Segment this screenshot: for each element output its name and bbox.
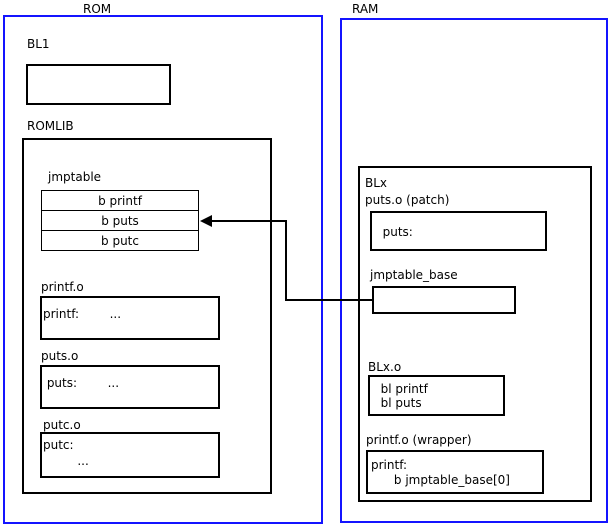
jmptable-base-label: jmptable_base bbox=[370, 268, 458, 282]
putc-o-line-0: putc: bbox=[43, 438, 74, 452]
jmptable-entry-b-putc: b putc bbox=[41, 230, 199, 251]
printf-o-sym: printf: bbox=[43, 307, 80, 321]
blx-label: BLx bbox=[365, 176, 388, 190]
puts-o-box: puts: ... bbox=[40, 365, 220, 409]
connector-segment-lower-horizontal bbox=[285, 299, 374, 301]
jmptable-entry-b-puts: b puts bbox=[41, 210, 199, 231]
printf-o-wrapper-box: printf: b jmptable_base[0] bbox=[366, 450, 544, 494]
puts-o-label: puts.o bbox=[41, 349, 79, 363]
putc-o-box: putc: ... bbox=[40, 432, 220, 478]
printf-o-rest: ... bbox=[79, 307, 122, 321]
blx-o-line-1: bl puts bbox=[373, 396, 422, 410]
connector-arrowhead-icon bbox=[200, 215, 212, 227]
blx-o-box: bl printf bl puts bbox=[368, 375, 505, 416]
printf-o-wrapper-label: printf.o (wrapper) bbox=[366, 433, 472, 447]
printf-o-wrapper-line-0: printf: bbox=[371, 458, 408, 472]
puts-o-rest: ... bbox=[77, 376, 120, 390]
connector-segment-vertical bbox=[285, 220, 287, 301]
puts-o-patch-label: puts.o (patch) bbox=[365, 193, 450, 207]
bl1-box bbox=[26, 64, 171, 105]
printf-o-wrapper-line-1: b jmptable_base[0] bbox=[371, 473, 510, 487]
puts-o-sym: puts: bbox=[43, 376, 78, 390]
connector-segment-upper-horizontal bbox=[211, 220, 287, 222]
jmptable-entry-b-printf: b printf bbox=[41, 190, 199, 211]
jmptable-label: jmptable bbox=[48, 170, 102, 184]
putc-o-label: putc.o bbox=[43, 418, 81, 432]
ram-panel-label: RAM bbox=[352, 2, 379, 16]
blx-o-line-0: bl printf bbox=[373, 382, 428, 396]
jmptable-base-box bbox=[372, 286, 516, 314]
blx-o-label: BLx.o bbox=[368, 360, 402, 374]
printf-o-label: printf.o bbox=[41, 280, 84, 294]
puts-o-patch-line-0: puts: bbox=[375, 225, 413, 239]
puts-o-line-0: puts: ... bbox=[43, 376, 119, 390]
rom-panel-label: ROM bbox=[83, 2, 112, 16]
bl1-label: BL1 bbox=[27, 37, 50, 51]
printf-o-box: printf: ... bbox=[40, 296, 220, 340]
puts-o-patch-box: puts: bbox=[370, 211, 547, 251]
printf-o-line-0: printf: ... bbox=[43, 307, 121, 321]
romlib-label: ROMLIB bbox=[27, 119, 74, 133]
putc-o-line-1: ... bbox=[43, 454, 89, 468]
